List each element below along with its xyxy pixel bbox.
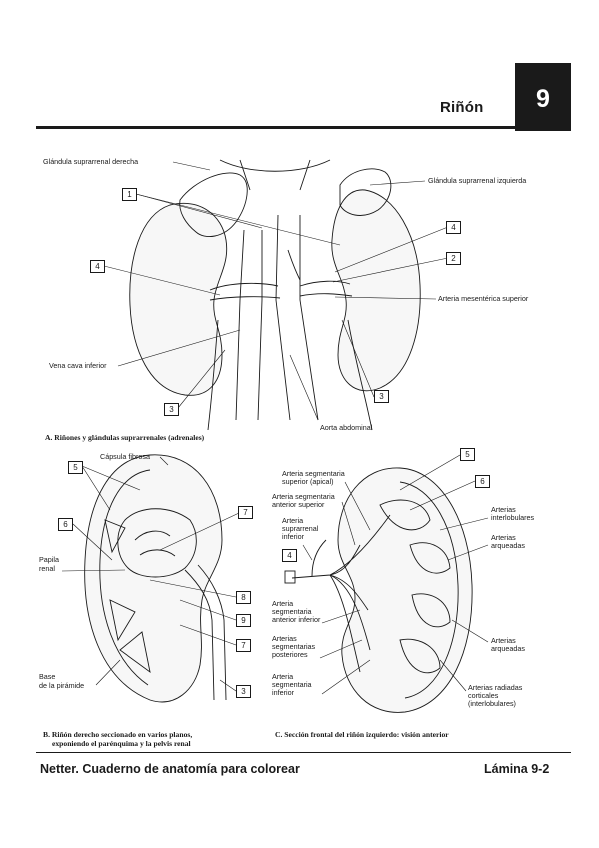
number-box-3b2: 3 <box>236 685 251 698</box>
number-box-4a: 4 <box>446 221 461 234</box>
label-supra-inf-2: suprarrenal <box>282 524 319 533</box>
label-seg-inf-2: segmentaria <box>272 680 312 689</box>
label-seg-apical-2: superior (apical) <box>282 477 334 486</box>
figure-b-drawing <box>84 454 227 703</box>
label-radiate-1: Arterias radiadas <box>468 683 523 692</box>
number-box-5c: 5 <box>460 448 475 461</box>
label-seg-ant-sup-1: Arteria segmentaria <box>272 492 335 501</box>
label-papilla-1: Papila <box>39 555 59 564</box>
caption-figure-b-1: B. Riñón derecho seccionado en varios pl… <box>43 730 193 739</box>
label-pyramid-base-2: de la pirámide <box>39 681 85 690</box>
label-arcuate-a-2: arqueadas <box>491 541 525 550</box>
label-interlobular-2: interlobulares <box>491 513 535 522</box>
label-seg-ant-inf-1: Arteria <box>272 599 294 608</box>
label-arcuate-a-1: Arterias <box>491 533 516 542</box>
number-box-5b: 5 <box>68 461 83 474</box>
label-papilla-2: renal <box>39 564 55 573</box>
footer-rule <box>36 752 571 753</box>
label-seg-ant-inf-3: anterior inferior <box>272 615 321 624</box>
chapter-number: 9 <box>536 85 550 113</box>
label-left-adrenal: Glándula suprarrenal izquierda <box>428 176 527 185</box>
label-seg-ant-sup-2: anterior superior <box>272 500 325 509</box>
label-radiate-2: corticales <box>468 691 499 700</box>
chapter-number-box <box>515 63 571 131</box>
number-box-4b: 4 <box>90 260 105 273</box>
caption-figure-c: C. Sección frontal del riñón izquierdo: … <box>275 730 449 739</box>
label-seg-post-3: posteriores <box>272 650 308 659</box>
label-supra-inf-3: inferior <box>282 532 304 541</box>
number-box-6c: 6 <box>475 475 490 488</box>
number-box-8b: 8 <box>236 591 251 604</box>
number-box-7b: 7 <box>238 506 253 519</box>
number-box-4c: 4 <box>282 549 297 562</box>
number-box-6b: 6 <box>58 518 73 531</box>
number-box-1: 1 <box>122 188 137 201</box>
label-supra-inf-1: Arteria <box>282 516 304 525</box>
figure-a-drawing <box>129 159 421 431</box>
footer-book-title: Netter. Cuaderno de anatomía para colore… <box>40 762 300 776</box>
label-seg-inf-1: Arteria <box>272 672 294 681</box>
caption-figure-b-2: exponiendo el parénquima y la pelvis ren… <box>52 739 191 748</box>
label-right-adrenal: Glándula suprarrenal derecha <box>43 157 139 166</box>
label-interlobular-1: Arterias <box>491 505 516 514</box>
label-seg-post-2: segmentarias <box>272 642 316 651</box>
label-capsule: Cápsula fibrosa <box>100 452 150 461</box>
number-box-7b2: 7 <box>236 639 251 652</box>
footer-plate-number: Lámina 9-2 <box>484 762 550 776</box>
chapter-title: Riñón <box>440 99 484 116</box>
figure-c-drawing <box>284 467 473 713</box>
number-box-3b: 3 <box>374 390 389 403</box>
label-ivc: Vena cava inferior <box>49 361 107 370</box>
label-seg-post-1: Arterias <box>272 634 297 643</box>
label-seg-apical-1: Arteria segmentaria <box>282 469 345 478</box>
label-superior-mesenteric: Arteria mesentérica superior <box>438 294 529 303</box>
number-box-3a: 3 <box>164 403 179 416</box>
label-radiate-3: (interlobulares) <box>468 699 516 708</box>
label-arcuate-b-2: arqueadas <box>491 644 525 653</box>
label-pyramid-base-1: Base <box>39 672 56 681</box>
caption-figure-a: A. Riñones y glándulas suprarrenales (ad… <box>45 433 205 442</box>
number-box-2: 2 <box>446 252 461 265</box>
number-box-9b: 9 <box>236 614 251 627</box>
label-arcuate-b-1: Arterias <box>491 636 516 645</box>
label-aorta: Aorta abdominal <box>320 423 373 432</box>
label-seg-ant-inf-2: segmentaria <box>272 607 312 616</box>
label-seg-inf-3: inferior <box>272 688 294 697</box>
header-rule <box>36 126 571 129</box>
